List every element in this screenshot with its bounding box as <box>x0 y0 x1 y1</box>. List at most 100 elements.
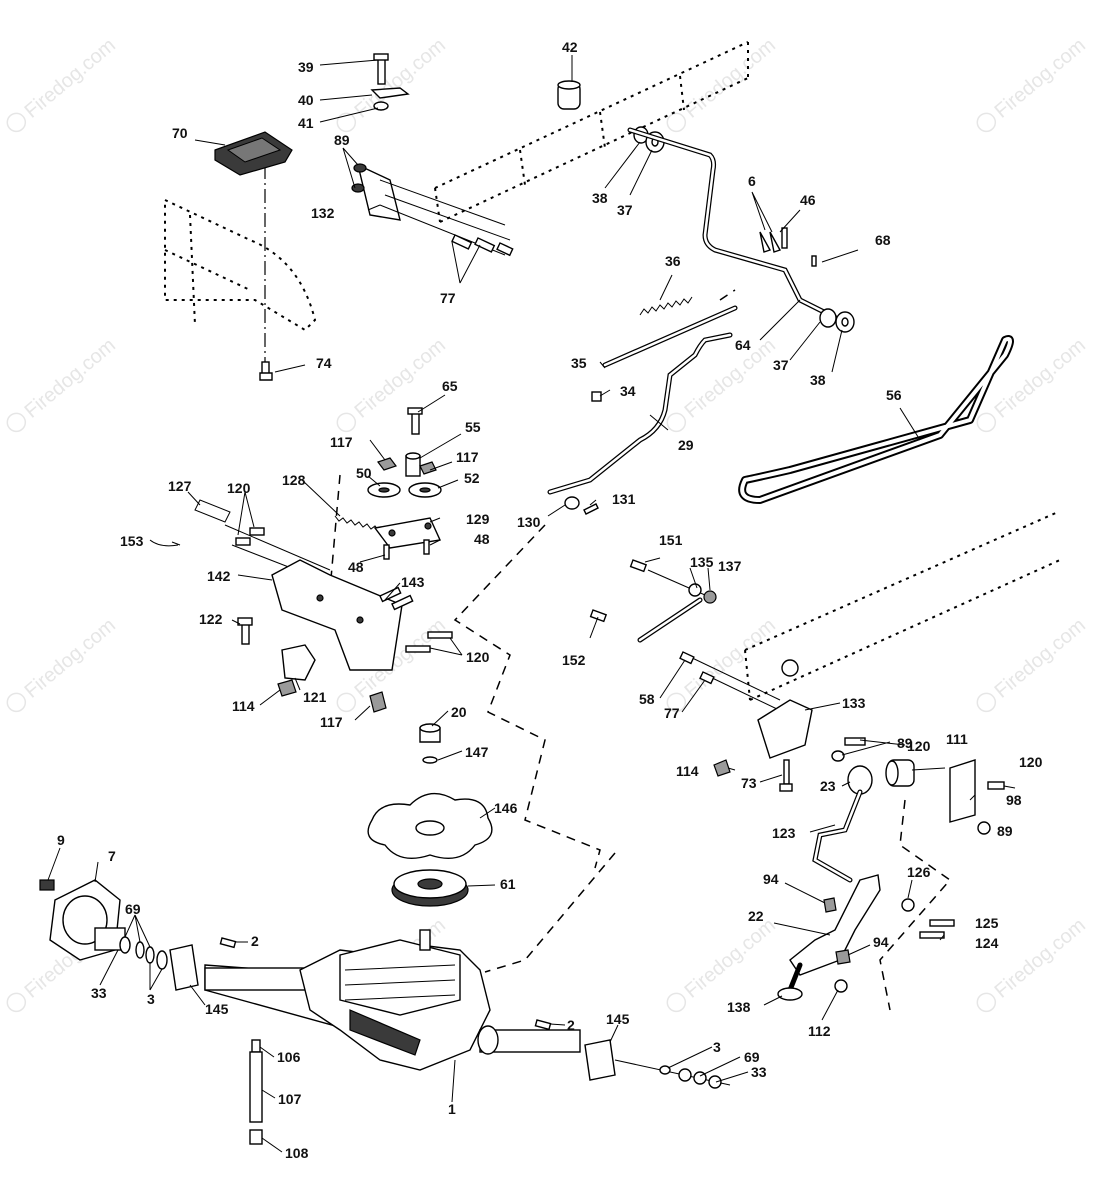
callout-29: 29 <box>678 437 694 453</box>
callout-132: 132 <box>311 205 335 221</box>
callout-37b: 37 <box>773 357 789 373</box>
callout-143: 143 <box>401 574 425 590</box>
watermark-text: Firedog.com <box>991 34 1090 122</box>
pulley-52 <box>408 482 442 498</box>
nut-117-b <box>419 461 437 475</box>
callout-117: 117 <box>330 434 353 450</box>
callout-69: 69 <box>125 901 141 917</box>
callout-65: 65 <box>442 378 458 394</box>
key-2-b <box>534 1019 552 1031</box>
key-2-a <box>219 937 237 949</box>
callout-135: 135 <box>690 554 714 570</box>
callout-48: 48 <box>474 531 490 547</box>
callout-70: 70 <box>172 125 188 141</box>
callout-22: 22 <box>748 908 764 924</box>
callout-64: 64 <box>735 337 751 353</box>
callout-117c: 117 <box>320 714 343 730</box>
transaxle-1 <box>204 929 581 1071</box>
watermark-tile: Firedog.com <box>666 914 780 1013</box>
nut-94-a <box>823 897 837 913</box>
callout-48b: 48 <box>348 559 364 575</box>
callout-120c: 120 <box>907 738 931 754</box>
lever-22 <box>787 874 881 993</box>
watermark-tile: Firedog.com <box>666 334 780 433</box>
callout-42: 42 <box>562 39 578 55</box>
bracket-142 <box>271 559 403 671</box>
pins-6-46-68 <box>759 227 817 267</box>
rod-64 <box>627 127 843 323</box>
callout-34: 34 <box>620 383 636 399</box>
callout-3: 3 <box>147 991 155 1007</box>
callout-3b: 3 <box>713 1039 721 1055</box>
callout-137: 137 <box>718 558 742 574</box>
watermark-text: Firedog.com <box>681 34 780 122</box>
watermark-text: Firedog.com <box>21 334 120 422</box>
bolt-74 <box>259 361 273 381</box>
washers-3-69-33-right <box>614 1059 731 1089</box>
callout-153: 153 <box>120 533 144 549</box>
callout-46: 46 <box>800 192 816 208</box>
callout-112: 112 <box>808 1023 831 1039</box>
callout-52: 52 <box>464 470 480 486</box>
watermark-text: Firedog.com <box>351 34 450 122</box>
nut-117-c <box>369 691 387 713</box>
callout-138: 138 <box>727 999 751 1015</box>
callout-146: 146 <box>494 800 518 816</box>
watermark-text: Firedog.com <box>991 914 1090 1002</box>
callout-41: 41 <box>298 115 314 131</box>
callout-61: 61 <box>500 876 516 892</box>
rod-29 <box>547 332 733 495</box>
bracket-133 <box>757 699 866 759</box>
callout-94: 94 <box>763 871 779 887</box>
callout-35: 35 <box>571 355 587 371</box>
washer-147 <box>422 756 438 764</box>
spacer-111 <box>885 759 915 787</box>
callout-123: 123 <box>772 825 796 841</box>
watermark-tile: Firedog.com <box>976 614 1090 713</box>
watermark-tile: Firedog.com <box>336 34 450 133</box>
copyright-icon <box>976 412 997 433</box>
callout-9: 9 <box>57 832 65 848</box>
callout-98: 98 <box>1006 792 1022 808</box>
watermark-tile: Firedog.com <box>976 334 1090 433</box>
callout-131: 131 <box>612 491 636 507</box>
copyright-icon <box>976 112 997 133</box>
callout-147: 147 <box>465 744 489 760</box>
callout-142: 142 <box>207 568 231 584</box>
copyright-icon <box>666 992 687 1013</box>
washer-89-b <box>831 750 845 762</box>
callout-130: 130 <box>517 514 541 530</box>
copyright-icon <box>336 112 357 133</box>
bolts-124-125 <box>919 919 955 939</box>
callout-20: 20 <box>451 704 467 720</box>
bolt-73 <box>779 759 793 792</box>
callout-89c: 89 <box>997 823 1013 839</box>
pulley-61 <box>391 869 469 907</box>
callout-36: 36 <box>665 253 681 269</box>
copyright-icon <box>666 692 687 713</box>
callout-labels: 39 40 41 42 70 89 132 77 38 37 6 46 68 3… <box>57 39 1043 1161</box>
leader-lines <box>47 55 1016 1153</box>
watermark-text: Firedog.com <box>21 614 120 702</box>
copyright-icon <box>976 692 997 713</box>
watermark-text: Firedog.com <box>991 614 1090 702</box>
callout-145: 145 <box>205 1001 229 1017</box>
spring-36 <box>639 296 693 316</box>
callout-77b: 77 <box>664 705 680 721</box>
watermark-text: Firedog.com <box>21 34 120 122</box>
callout-151: 151 <box>659 532 683 548</box>
nut-117-a <box>377 457 397 471</box>
callout-2: 2 <box>251 933 259 949</box>
lever-123 <box>812 789 863 883</box>
bracket-145-b <box>584 1039 616 1081</box>
callout-108: 108 <box>285 1145 309 1161</box>
callout-107: 107 <box>278 1091 302 1107</box>
watermark-tile: Firedog.com <box>6 34 120 133</box>
copyright-icon <box>336 412 357 433</box>
callout-133: 133 <box>842 695 866 711</box>
watermark-text: Firedog.com <box>681 614 780 702</box>
spacer-42 <box>557 80 581 110</box>
copyright-icon <box>976 992 997 1013</box>
callout-114: 114 <box>232 698 255 714</box>
callout-2b: 2 <box>567 1017 575 1033</box>
